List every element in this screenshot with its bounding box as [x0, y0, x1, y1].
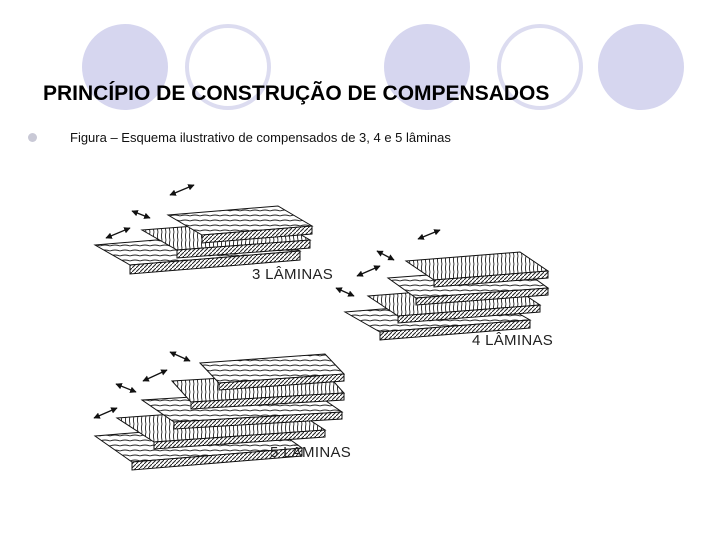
veneer-edge — [415, 287, 549, 306]
grain-direction-arrow — [105, 227, 131, 239]
grain-direction-arrow — [335, 287, 355, 297]
veneer-edge — [153, 429, 326, 450]
decor-circle-ring-2 — [497, 24, 583, 110]
bullet-icon — [28, 133, 37, 142]
grain-direction-arrow — [169, 184, 195, 196]
decor-circle-filled-1 — [82, 24, 168, 110]
plywood-illustration — [93, 184, 550, 471]
grain-direction-arrow — [142, 369, 168, 382]
grain-direction-arrow — [376, 250, 395, 261]
decor-circle-filled-3 — [598, 24, 684, 110]
grain-direction-arrow — [115, 383, 137, 393]
plywood-figure: 3 LÂMINAS 4 LÂMINAS 5 LÂMINAS — [80, 168, 580, 488]
decor-circle-ring-1 — [185, 24, 271, 110]
veneer-edge — [397, 304, 541, 324]
label-5-laminas: 5 LÂMINAS — [270, 444, 352, 461]
veneer-edge — [173, 411, 343, 430]
label-4-laminas: 4 LÂMINAS — [472, 332, 554, 349]
veneer-edge — [201, 225, 313, 244]
grain-direction-arrow — [169, 351, 191, 362]
slide-title: PRINCÍPIO DE CONSTRUÇÃO DE COMPENSADOS — [43, 82, 550, 105]
veneer-edge — [218, 373, 345, 391]
plywood-4-layers — [335, 229, 550, 341]
label-3-laminas: 3 LÂMINAS — [252, 266, 334, 283]
veneer-edge — [433, 270, 549, 288]
veneer-edge — [176, 239, 311, 259]
grain-direction-arrow — [131, 210, 151, 219]
grain-direction-arrow — [93, 407, 118, 419]
plywood-3-layers — [93, 184, 314, 275]
figure-caption: Figura – Esquema ilustrativo de compensa… — [70, 130, 451, 145]
decor-circle-filled-2 — [384, 24, 470, 110]
decorative-circles — [82, 24, 684, 110]
veneer-edge — [190, 392, 345, 410]
grain-direction-arrow — [356, 265, 381, 277]
veneer-edge — [129, 250, 301, 275]
veneer-edge — [379, 319, 531, 341]
veneer-edge — [131, 447, 303, 471]
grain-direction-arrow — [417, 229, 441, 240]
plywood-5-layers — [93, 351, 346, 471]
